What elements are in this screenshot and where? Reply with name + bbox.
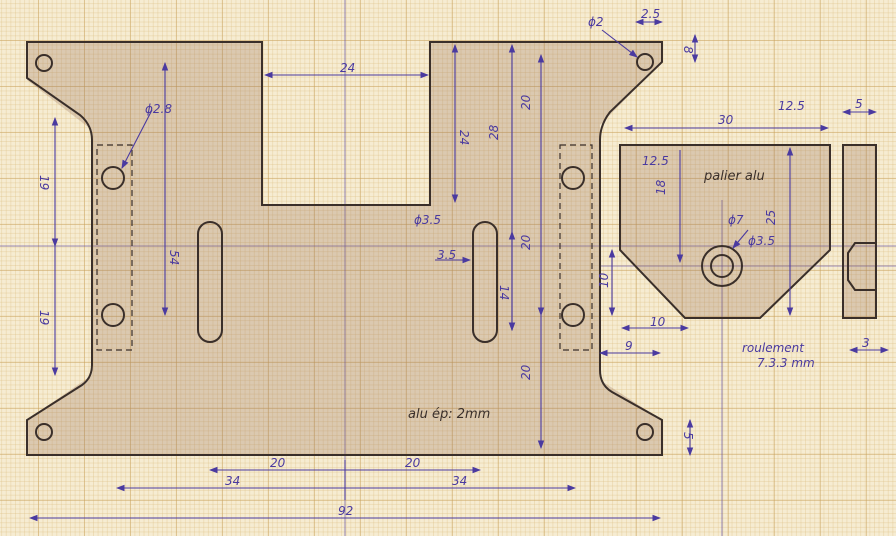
dim-palier-d3-5: ϕ3.5 bbox=[748, 234, 775, 248]
shaft-hole bbox=[710, 254, 734, 278]
dim-bottom-20-right: 20 bbox=[405, 456, 421, 470]
dim-palier-12-5-left: 12.5 bbox=[642, 154, 669, 168]
bearing-bore bbox=[701, 245, 743, 287]
palier-title: palier alu bbox=[703, 169, 765, 184]
dim-palier-10-horizontal: 10 bbox=[650, 315, 666, 329]
dim-palier-25: 25 bbox=[764, 210, 778, 225]
dim-9: 9 bbox=[625, 339, 633, 353]
bearing-note-line-2: 7.3.3 mm bbox=[757, 356, 815, 370]
dim-left-19-top: 19 bbox=[37, 175, 51, 190]
slot-left bbox=[197, 221, 223, 343]
dim-right-20-mid: 20 bbox=[519, 234, 533, 250]
dim-palier-30: 30 bbox=[718, 113, 734, 127]
dim-left-19-bottom: 19 bbox=[37, 310, 51, 325]
dim-edge-8: 8 bbox=[681, 46, 695, 54]
bearing-block-side-view bbox=[842, 144, 877, 319]
hole bbox=[101, 166, 125, 190]
hole bbox=[636, 423, 654, 441]
dim-palier-10-vertical: 10 bbox=[597, 272, 611, 288]
bearing-recess bbox=[847, 242, 876, 291]
dim-bottom-34-left: 34 bbox=[225, 474, 240, 488]
dimension-labels: 24 24 ϕ2.8 ϕ2 2.5 8 19 19 54 28 20 20 20… bbox=[37, 7, 870, 518]
dim-span-54: 54 bbox=[167, 250, 181, 265]
dim-slot-width: 3.5 bbox=[437, 248, 456, 262]
dim-hole-diameter-2-8: ϕ2.8 bbox=[145, 102, 172, 116]
mounting-holes bbox=[35, 53, 654, 441]
dim-notch-depth: 24 bbox=[457, 130, 471, 145]
dim-right-20-bottom: 20 bbox=[519, 364, 533, 380]
dim-span-28: 28 bbox=[487, 124, 501, 140]
bearing-block bbox=[619, 144, 877, 319]
dim-bottom-34-right: 34 bbox=[452, 474, 467, 488]
hole bbox=[35, 423, 53, 441]
dim-palier-18: 18 bbox=[654, 179, 668, 195]
dim-total-92: 92 bbox=[338, 504, 353, 518]
hole bbox=[561, 166, 585, 190]
hidden-bracket-right bbox=[559, 144, 593, 351]
dim-bottom-20-left: 20 bbox=[270, 456, 286, 470]
material-note: alu ép: 2mm bbox=[408, 407, 490, 422]
bearing-note-line-1: roulement bbox=[742, 341, 805, 355]
dim-side-5: 5 bbox=[855, 97, 863, 111]
dim-right-20-top: 20 bbox=[519, 94, 533, 110]
dim-edge-2-5: 2.5 bbox=[641, 7, 660, 21]
main-plate bbox=[26, 41, 663, 456]
dim-hole-diameter-2: ϕ2 bbox=[588, 15, 604, 29]
dim-5: 5 bbox=[681, 432, 695, 440]
dim-palier-12-5-right: 12.5 bbox=[778, 99, 805, 113]
hole bbox=[561, 303, 585, 327]
dim-slot-diameter: ϕ3.5 bbox=[414, 213, 441, 227]
hole bbox=[35, 54, 53, 72]
slot-right bbox=[472, 221, 498, 343]
hole bbox=[101, 303, 125, 327]
dim-palier-d7: ϕ7 bbox=[728, 213, 744, 227]
dimension-lines bbox=[28, 18, 890, 522]
hole bbox=[636, 53, 654, 71]
dim-slot-length: 14 bbox=[497, 285, 511, 300]
dim-side-3: 3 bbox=[862, 336, 870, 350]
dim-notch-width: 24 bbox=[340, 61, 355, 75]
